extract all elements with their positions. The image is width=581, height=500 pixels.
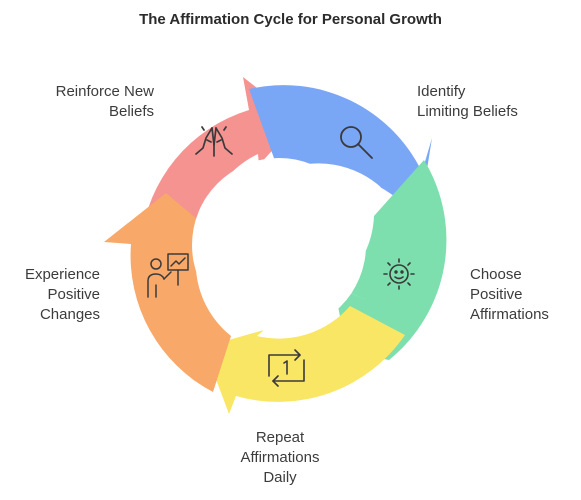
label-repeat: Repeat Affirmations Daily xyxy=(200,428,360,488)
label-identify-line-2: Limiting Beliefs xyxy=(417,103,518,120)
label-choose-line-3: Affirmations xyxy=(470,306,549,323)
label-repeat-line-3: Daily xyxy=(263,469,297,486)
diagram-title: The Affirmation Cycle for Personal Growt… xyxy=(139,11,442,28)
segment-identify xyxy=(249,85,432,213)
label-repeat-line-2: Affirmations xyxy=(240,449,320,466)
label-experience-line-3: Changes xyxy=(39,306,100,323)
segment-experience xyxy=(104,193,231,392)
repeat-one-icon xyxy=(268,349,305,387)
label-experience-line-2: Positive xyxy=(47,286,100,303)
search-icon xyxy=(340,126,373,159)
label-experience-line-1: Experience xyxy=(24,266,100,283)
label-choose-line-1: Choose xyxy=(470,266,522,283)
sun-smile-icon xyxy=(383,258,415,290)
praying-hands-icon xyxy=(195,126,233,157)
label-choose-line-2: Positive xyxy=(470,286,523,303)
segment-choose xyxy=(334,160,447,360)
label-identify: Identify Limiting Beliefs xyxy=(417,82,577,122)
label-repeat-line-1: Repeat xyxy=(255,429,305,446)
label-reinforce: Reinforce New Beliefs xyxy=(16,82,154,122)
label-reinforce-line-2: Beliefs xyxy=(108,103,154,120)
label-choose: Choose Positive Affirmations xyxy=(470,265,580,325)
label-identify-line-1: Identify xyxy=(417,83,466,100)
cycle-center xyxy=(192,158,366,332)
presenter-chart-icon xyxy=(147,253,189,298)
label-experience: Experience Positive Changes xyxy=(4,265,100,325)
label-reinforce-line-1: Reinforce New xyxy=(55,83,154,100)
